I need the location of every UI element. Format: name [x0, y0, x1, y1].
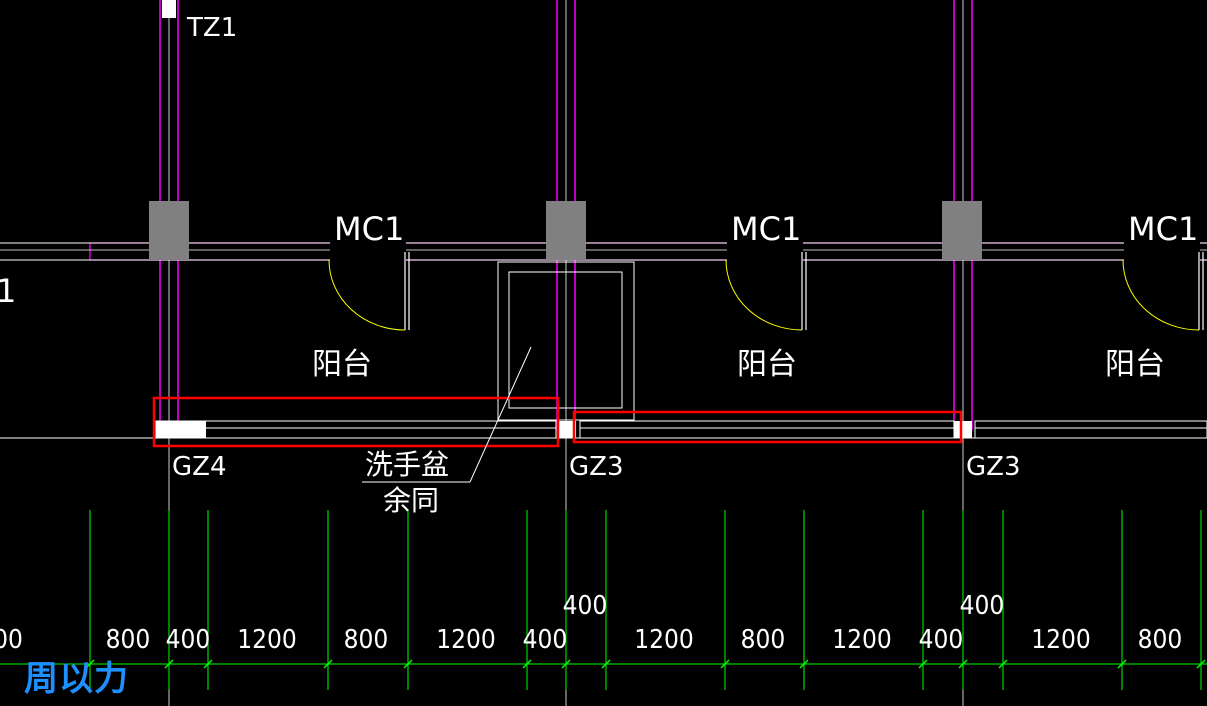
dimension-text: 800 — [741, 625, 786, 655]
dimension-ticks — [85, 659, 1206, 669]
dimension-texts: 00 800 400 1200 800 1200 400 1200 800 12… — [0, 591, 1182, 655]
tz1-column — [162, 0, 176, 18]
railing-columns — [156, 421, 972, 438]
dimension-text: 1200 — [237, 625, 297, 655]
door-mc1-3 — [1122, 252, 1204, 331]
label-balcony-1: 阳台 — [312, 347, 372, 382]
label-balcony-2: 阳台 — [737, 347, 797, 382]
dimension-text: 00 — [0, 625, 23, 655]
label-partial-left: 1 — [0, 272, 16, 310]
dimension-text: 1200 — [634, 625, 694, 655]
dimension-text: 400 — [563, 591, 608, 621]
label-gz3-1: GZ3 — [569, 452, 624, 482]
label-gz3-2: GZ3 — [966, 452, 1021, 482]
label-balcony-3: 阳台 — [1105, 347, 1165, 382]
dimension-text: 1200 — [436, 625, 496, 655]
sink-outline — [497, 261, 635, 421]
dimension-text: 400 — [919, 625, 964, 655]
label-door-mc1-3: MC1 — [1128, 210, 1198, 248]
door-openings — [330, 240, 1200, 264]
label-door-mc1-1: MC1 — [334, 210, 404, 248]
highlight-boxes — [152, 396, 963, 448]
door-mc1-1 — [328, 252, 410, 331]
horizontal-wall — [0, 242, 1207, 261]
label-tz1: TZ1 — [186, 13, 237, 43]
watermark: 周以力 — [24, 659, 129, 699]
sink-leader — [362, 346, 532, 483]
structural-columns — [149, 201, 982, 260]
label-door-mc1-2: MC1 — [731, 210, 801, 248]
door-mc1-2 — [725, 252, 807, 331]
dimension-lines — [0, 510, 1207, 690]
dimension-text: 800 — [106, 625, 151, 655]
dimension-text: 400 — [166, 625, 211, 655]
label-gz4: GZ4 — [172, 452, 227, 482]
dimension-text: 400 — [523, 625, 568, 655]
dimension-text: 800 — [344, 625, 389, 655]
dimension-text: 400 — [960, 591, 1005, 621]
label-same-elsewhere: 余同 — [383, 484, 439, 517]
dimension-text: 1200 — [1031, 625, 1091, 655]
dimension-text: 1200 — [832, 625, 892, 655]
dimension-text: 800 — [1138, 625, 1183, 655]
label-sink: 洗手盆 — [365, 448, 449, 481]
